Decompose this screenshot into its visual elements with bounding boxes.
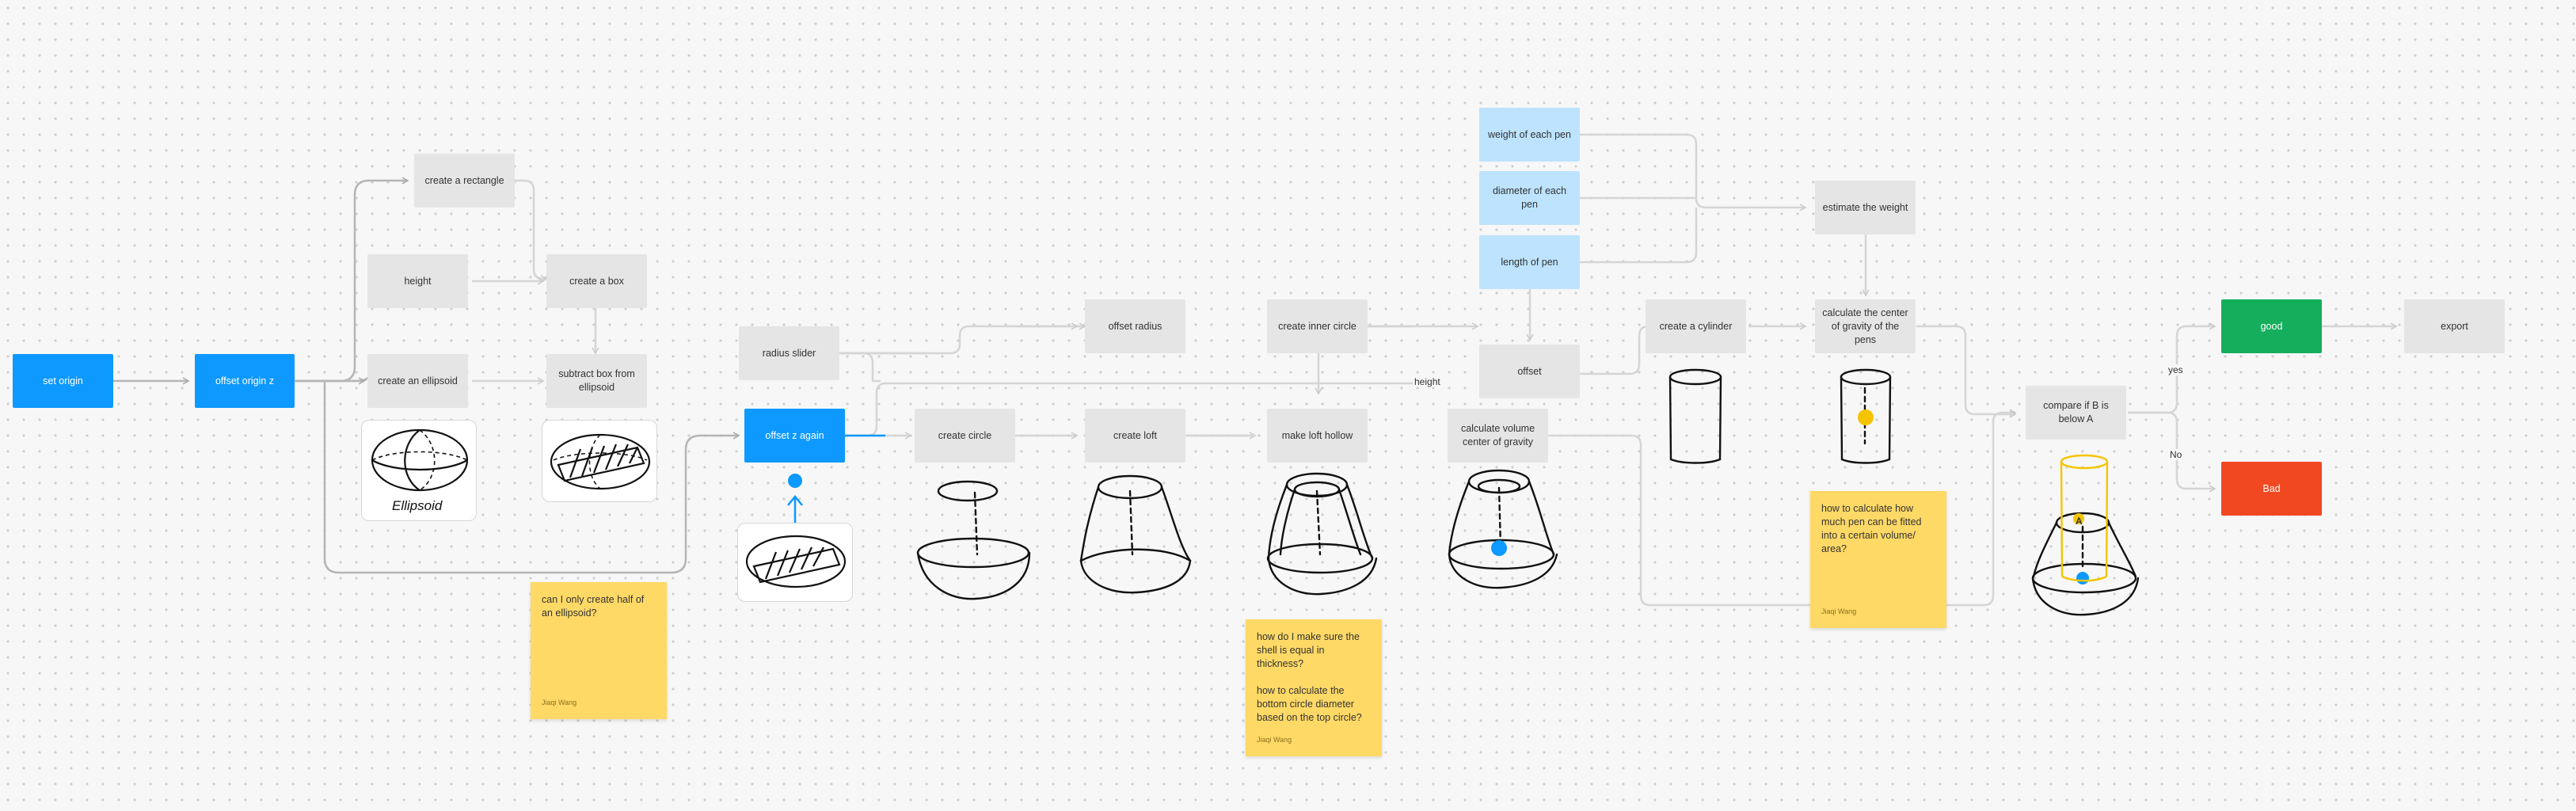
node-label: export (2441, 320, 2468, 332)
node-label: weight of each pen (1488, 128, 1571, 140)
node-offset-z-again[interactable]: offset z again (744, 409, 845, 463)
node-label: offset radius (1108, 320, 1162, 332)
node-label: Bad (2262, 482, 2281, 494)
node-set-origin[interactable]: set origin (13, 354, 113, 408)
node-label: offset origin z (215, 375, 275, 386)
sticky-text: how do I make sure the shell is equal in… (1257, 631, 1362, 723)
node-length-of-pen[interactable]: length of pen (1479, 235, 1580, 289)
node-label: length of pen (1501, 256, 1558, 268)
node-label: subtract box from ellipsoid (558, 368, 635, 393)
node-label: calculate the center of gravity of the p… (1822, 307, 1908, 345)
node-label: create circle (938, 429, 992, 441)
sticky-note-shell-thickness[interactable]: how do I make sure the shell is equal in… (1246, 619, 1382, 756)
node-weight-of-pen[interactable]: weight of each pen (1479, 108, 1580, 162)
sticky-text: can I only create half of an ellipsoid? (542, 594, 647, 619)
node-offset-origin-z[interactable]: offset origin z (195, 354, 295, 408)
node-label: diameter of each pen (1492, 185, 1567, 210)
node-height[interactable]: height (367, 254, 468, 308)
sticky-author: Jiaqi Wang (1257, 736, 1292, 744)
node-label: calculate volume center of gravity (1460, 423, 1535, 447)
node-subtract-box[interactable]: subtract box from ellipsoid (546, 354, 647, 408)
edge-label-no: No (2168, 449, 2184, 460)
node-good[interactable]: good (2221, 299, 2322, 353)
node-label: offset (1517, 365, 1542, 377)
node-label: compare if B is below A (2043, 400, 2109, 425)
node-create-cylinder[interactable]: create a cylinder (1646, 299, 1746, 353)
ellipsoid-sketch-card: Ellipsoid (361, 420, 477, 521)
node-calculate-volume[interactable]: calculate volume center of gravity (1448, 409, 1548, 463)
node-label: good (2260, 320, 2283, 332)
node-create-box[interactable]: create a box (546, 254, 647, 308)
node-label: offset z again (765, 429, 824, 441)
ellipsoid-caption: Ellipsoid (392, 498, 443, 513)
cut-ellipsoid-sketch (550, 433, 651, 490)
node-label: create a box (569, 275, 624, 287)
node-create-ellipsoid[interactable]: create an ellipsoid (367, 354, 468, 408)
node-label: create a rectangle (424, 174, 504, 186)
node-label: radius slider (762, 347, 816, 359)
offset-z-sketch-card (737, 523, 853, 602)
node-estimate-weight[interactable]: estimate the weight (1815, 181, 1916, 234)
edge-label-height: height (1413, 376, 1442, 387)
node-radius-slider[interactable]: radius slider (739, 326, 839, 380)
node-label: estimate the weight (1822, 201, 1908, 213)
up-arrow-icon (787, 474, 803, 523)
node-offset-radius[interactable]: offset radius (1085, 299, 1185, 353)
node-label: create an ellipsoid (378, 375, 458, 386)
node-make-loft-hollow[interactable]: make loft hollow (1267, 409, 1368, 463)
sticky-text: how to calculate how much pen can be fit… (1821, 503, 1924, 554)
node-create-circle[interactable]: create circle (915, 409, 1015, 463)
ellipsoid-sketch (371, 428, 469, 492)
node-label: set origin (43, 375, 83, 386)
node-label: create a cylinder (1659, 320, 1733, 332)
edge-label-yes: yes (2167, 364, 2185, 375)
node-label: make loft hollow (1281, 429, 1353, 441)
node-export[interactable]: export (2404, 299, 2505, 353)
offset-ellipsoid-sketch (745, 535, 847, 588)
sticky-note-half-ellipsoid[interactable]: can I only create half of an ellipsoid? … (531, 582, 667, 719)
sticky-author: Jiaqi Wang (1821, 607, 1857, 615)
cut-ellipsoid-sketch-card (542, 420, 657, 502)
node-bad[interactable]: Bad (2221, 462, 2322, 516)
node-compare[interactable]: compare if B is below A (2026, 386, 2126, 440)
node-create-inner-circle[interactable]: create inner circle (1267, 299, 1368, 353)
node-create-loft[interactable]: create loft (1085, 409, 1185, 463)
sticky-note-pen-fitting[interactable]: how to calculate how much pen can be fit… (1810, 491, 1946, 628)
node-label: create loft (1113, 429, 1157, 441)
node-offset[interactable]: offset (1479, 345, 1580, 398)
node-label: height (404, 275, 432, 287)
sticky-author: Jiaqi Wang (542, 699, 577, 706)
node-calc-center-of-gravity[interactable]: calculate the center of gravity of the p… (1815, 299, 1916, 353)
node-label: create inner circle (1278, 320, 1356, 332)
node-diameter-of-pen[interactable]: diameter of each pen (1479, 171, 1580, 225)
node-create-rectangle[interactable]: create a rectangle (414, 154, 515, 208)
